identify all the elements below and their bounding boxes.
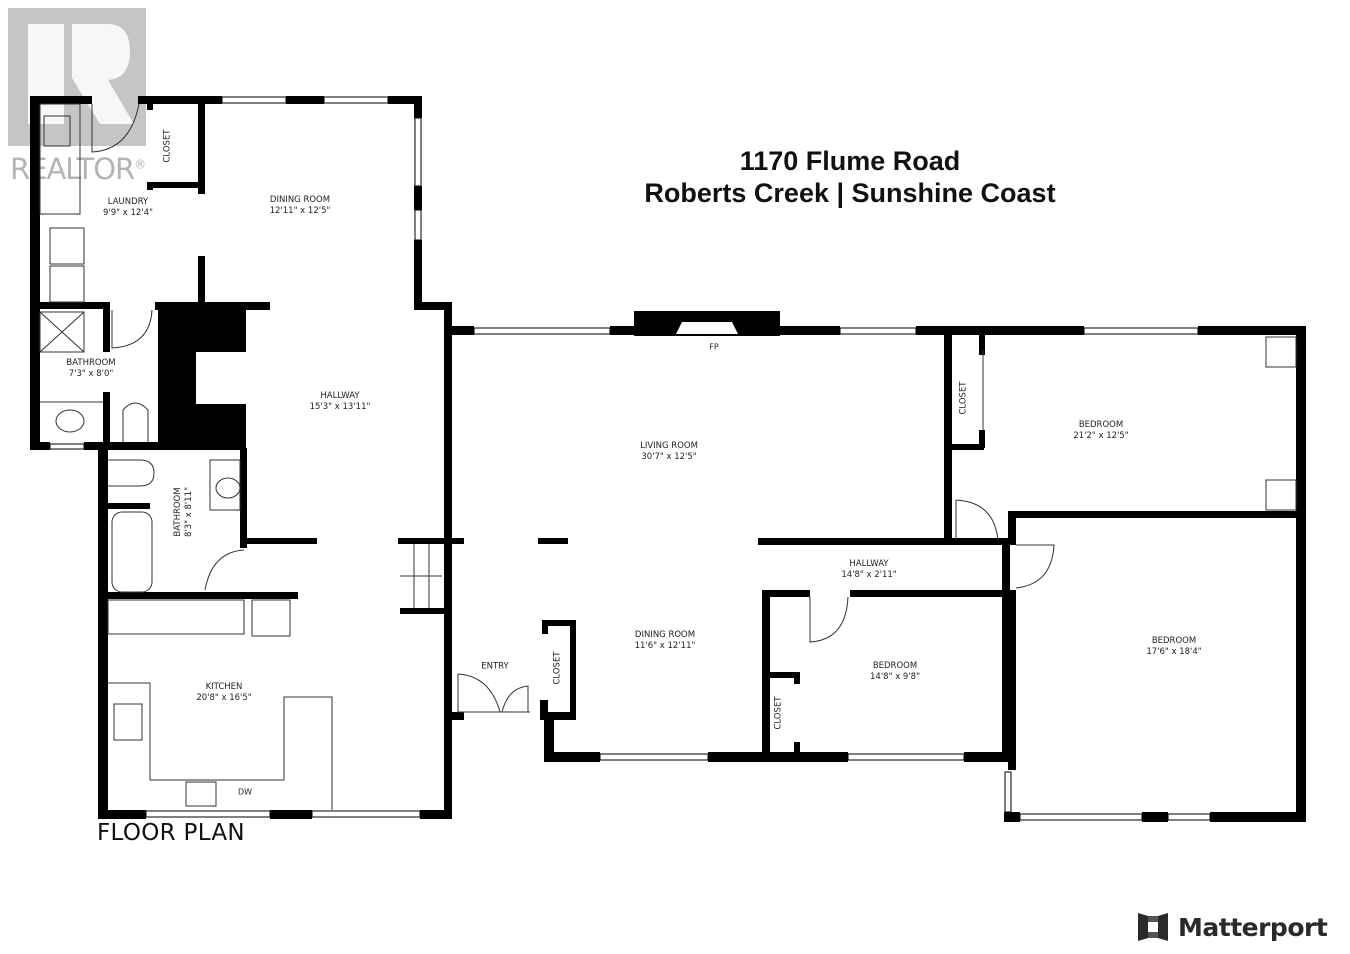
fireplace-label: FP bbox=[709, 342, 719, 352]
walls bbox=[30, 96, 1306, 822]
matterport-icon bbox=[1138, 913, 1168, 941]
room-closet-bedroom-upper: CLOSET bbox=[958, 381, 969, 415]
fixtures bbox=[39, 103, 1297, 810]
matterport-wordmark: Matterport bbox=[1178, 912, 1328, 942]
room-closet-laundry: CLOSET bbox=[162, 129, 173, 163]
matterport-logo: Matterport bbox=[1136, 910, 1328, 944]
floor-plan-label: FLOOR PLAN bbox=[97, 820, 245, 846]
address-line-2: Roberts Creek | Sunshine Coast bbox=[644, 178, 1056, 208]
room-closet-entry: CLOSET bbox=[552, 651, 563, 685]
property-address: 1170 Flume Road Roberts Creek | Sunshine… bbox=[600, 145, 1100, 209]
room-entry: ENTRY bbox=[481, 661, 509, 672]
dishwasher-label: DW bbox=[237, 787, 253, 797]
windows bbox=[49, 96, 1211, 821]
room-closet-bedroom-small: CLOSET bbox=[773, 696, 784, 730]
address-line-1: 1170 Flume Road bbox=[739, 146, 961, 176]
